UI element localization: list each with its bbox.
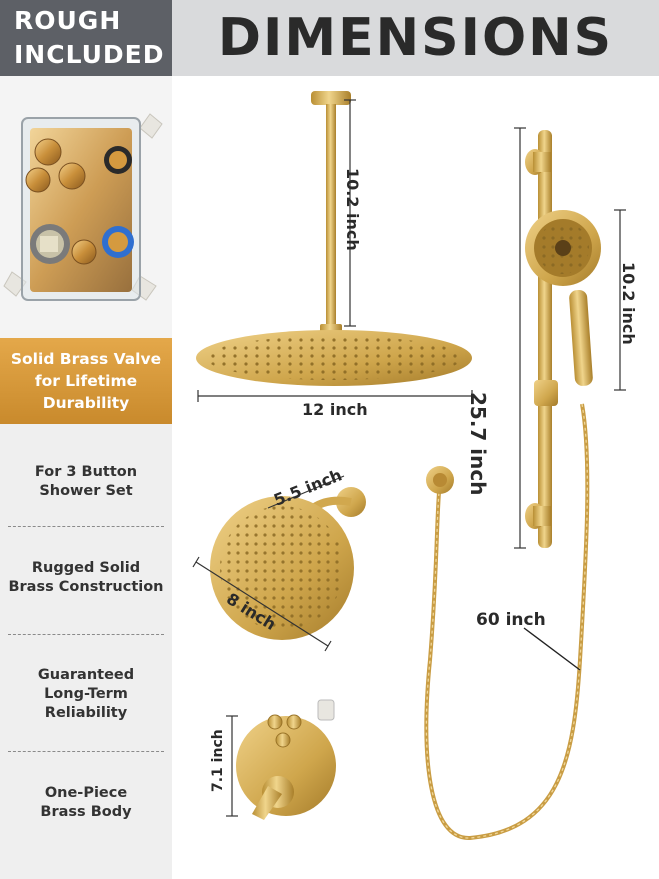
feature-line: Reliability [44, 705, 128, 721]
hand-shower-dimension-line [614, 209, 626, 391]
page-title: DIMENSIONS [217, 8, 614, 68]
banner-line-1: Solid Brass Valve [10, 350, 162, 368]
feature-line: Shower Set [39, 483, 133, 499]
wall-shower-head [210, 487, 366, 640]
feature-one-piece: One-Piece Brass Body [0, 784, 172, 822]
valve-trim-dimension-line [226, 715, 238, 817]
rain-head-width-label: 12 inch [302, 400, 368, 419]
rain-head-dimension-line [197, 390, 473, 402]
ceiling-arm-label: 10.2 inch [343, 168, 362, 251]
feature-rugged-brass: Rugged Solid Brass Construction [0, 559, 172, 597]
feature-divider [8, 751, 164, 752]
feature-line: Guaranteed [37, 667, 135, 683]
feature-reliability: Guaranteed Long-Term Reliability [0, 666, 172, 723]
hose-length-label: 60 inch [476, 610, 546, 630]
included-label: INCLUDED [14, 40, 165, 69]
feature-line: One-Piece [44, 785, 128, 801]
hand-shower-label: 10.2 inch [619, 262, 638, 345]
slide-bar-assembly [424, 130, 601, 841]
rough-valve-image [0, 76, 172, 338]
banner-line-2: for Lifetime [34, 372, 138, 390]
rough-label: ROUGH [14, 6, 122, 35]
valve-trim-plate [236, 699, 336, 820]
ceiling-arm-dimension-line [344, 99, 356, 327]
hose-pointer-line [523, 627, 581, 671]
feature-divider [8, 526, 164, 527]
valve-trim-label: 7.1 inch [210, 729, 226, 792]
wall-arm-dimension-line [267, 475, 345, 509]
brass-valve-banner: Solid Brass Valve for Lifetime Durabilit… [0, 338, 172, 424]
product-illustration [192, 91, 626, 841]
slide-bar-dimension-line [514, 127, 526, 549]
banner-line-3: Durability [42, 394, 130, 412]
rough-included-tab: ROUGH INCLUDED [0, 0, 172, 76]
ceiling-rain-shower [196, 91, 472, 386]
feature-line: Rugged Solid [31, 560, 141, 576]
feature-3-button: For 3 Button Shower Set [0, 463, 172, 501]
round-head-dimension-line [192, 556, 332, 652]
feature-divider [8, 634, 164, 635]
slide-bar-label: 25.7 inch [466, 392, 490, 496]
feature-line: For 3 Button [34, 464, 138, 480]
feature-line: Brass Construction [8, 579, 164, 595]
feature-line: Brass Body [40, 804, 132, 820]
feature-line: Long-Term [44, 686, 128, 702]
